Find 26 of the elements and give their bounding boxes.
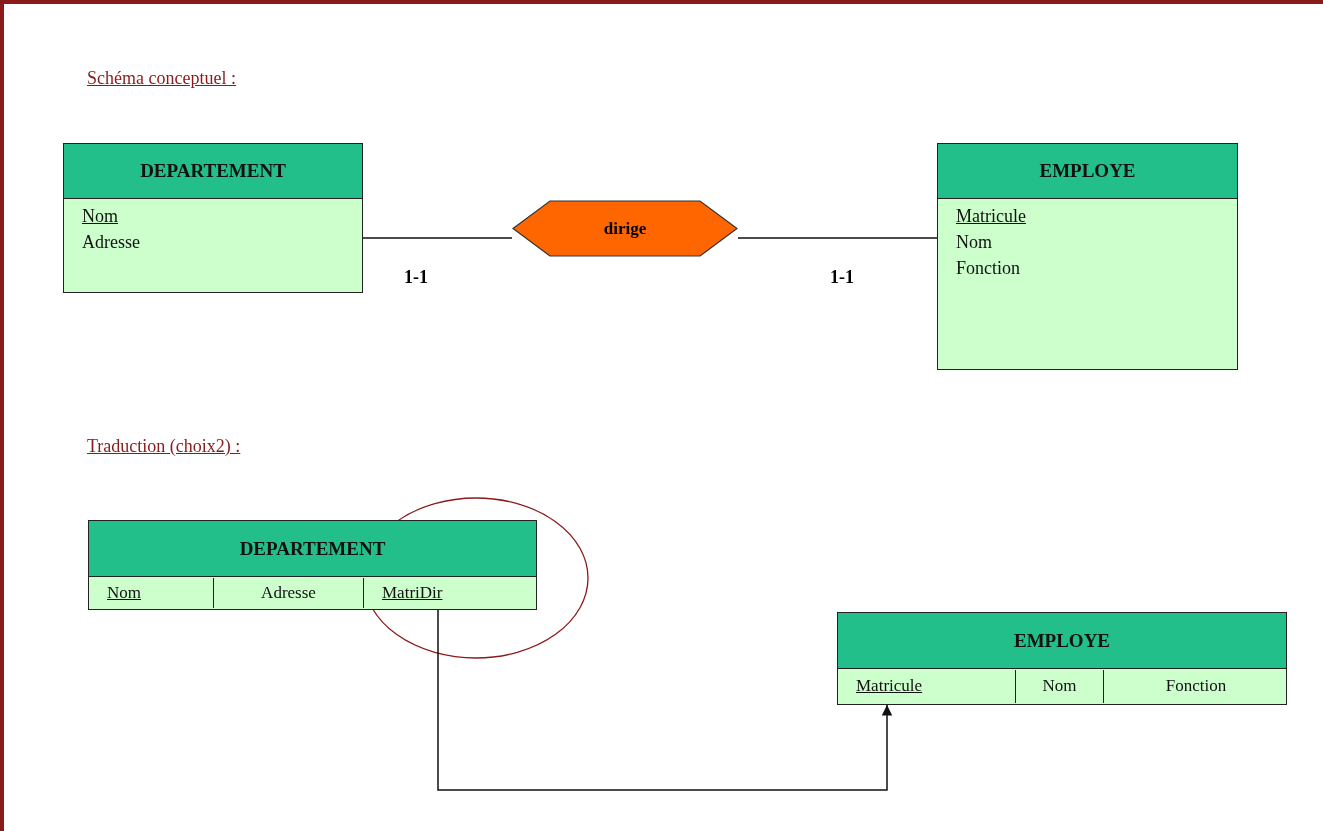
arrow (437, 609, 893, 791)
attribute-text: Adresse (82, 232, 140, 253)
relationship-name: dirige (603, 218, 647, 239)
relation-table (837, 612, 1287, 705)
connector-line (362, 237, 513, 239)
attribute-text: Nom (82, 206, 118, 227)
attribute-cell-text: Fonction (1164, 675, 1228, 698)
table-name: EMPLOYE (1013, 629, 1111, 652)
entity-box (63, 143, 363, 293)
attribute-cell: Matricule (838, 669, 1016, 703)
relation-table (88, 520, 537, 610)
table-name: DEPARTEMENT (239, 537, 386, 560)
connector-line (737, 237, 938, 239)
attribute-cell: Nom (89, 577, 214, 608)
entity-name: DEPARTEMENT (140, 160, 286, 182)
attribute-cell: Nom (1016, 669, 1104, 703)
section-heading: Schéma conceptuel : (87, 68, 236, 89)
section-heading: Traduction (choix2) : (87, 436, 241, 457)
entity-name: EMPLOYE (1039, 160, 1136, 182)
relationship-hexagon (512, 200, 738, 257)
attribute-text: Nom (956, 232, 992, 253)
entity-box (937, 143, 1238, 370)
attribute-text: Fonction (956, 258, 1020, 279)
attribute-text: Matricule (956, 206, 1026, 227)
attribute-cell: Adresse (214, 577, 364, 608)
attribute-cell-text: MatriDir (381, 581, 444, 604)
